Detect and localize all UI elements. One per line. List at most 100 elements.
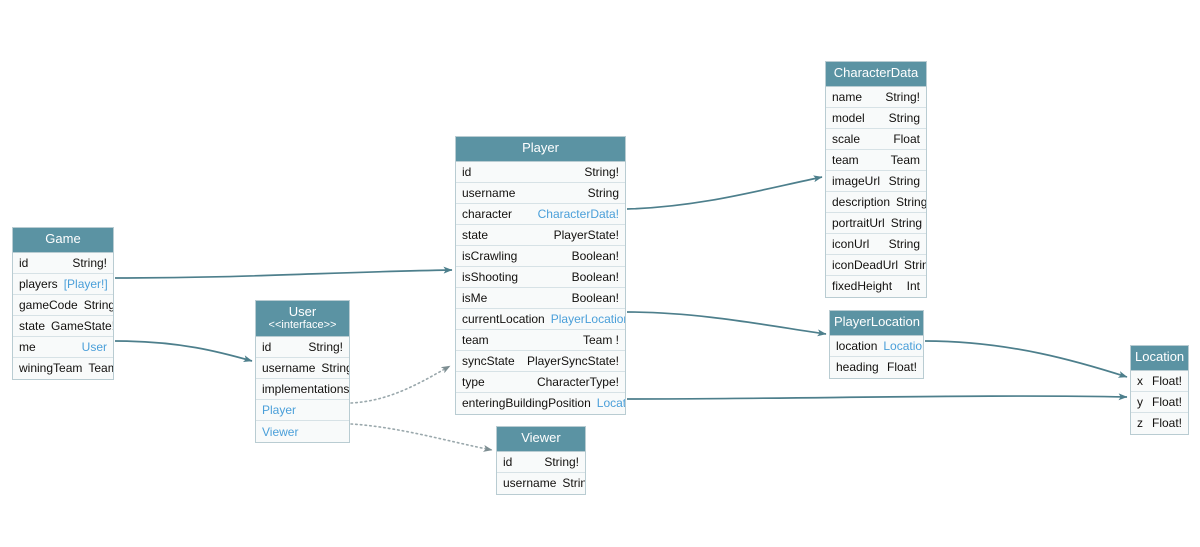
- field-type: String: [888, 173, 920, 188]
- field-row[interactable]: state PlayerState!: [456, 224, 625, 246]
- field-type: String: [904, 257, 926, 272]
- field-name: id: [19, 255, 29, 270]
- field-type: Boolean!: [571, 248, 619, 263]
- field-row[interactable]: id String!: [13, 252, 113, 274]
- entity-playerlocation[interactable]: PlayerLocationlocationLocation!headingFl…: [829, 310, 924, 379]
- entity-title-player: Player: [456, 137, 625, 162]
- field-type: PlayerState!: [553, 227, 619, 242]
- field-row[interactable]: heading Float!: [830, 356, 923, 378]
- entity-title-game: Game: [13, 228, 113, 253]
- field-row[interactable]: iconDeadUrl String: [826, 254, 926, 276]
- edge-user-implements-player: [350, 365, 451, 404]
- field-row[interactable]: Player: [256, 400, 349, 422]
- field-type: String: [888, 236, 920, 251]
- field-row[interactable]: gameCodeString!: [13, 294, 113, 316]
- field-row[interactable]: portraitUrl String: [826, 212, 926, 234]
- field-name: location: [836, 338, 878, 353]
- entity-title-user: User<<interface>>: [256, 301, 349, 338]
- field-row[interactable]: Viewer: [256, 421, 349, 443]
- field-name: portraitUrl: [832, 215, 885, 230]
- field-row[interactable]: currentLocationPlayerLocation!: [456, 308, 625, 330]
- field-name: isShooting: [462, 269, 519, 284]
- field-type: Int: [906, 279, 920, 294]
- field-row[interactable]: isShooting Boolean!: [456, 266, 625, 288]
- field-name: fixedHeight: [832, 279, 893, 294]
- field-row[interactable]: fixedHeight Int: [826, 275, 926, 297]
- field-name: isCrawling: [462, 248, 518, 263]
- field-name: iconUrl: [832, 236, 870, 251]
- entity-title-location: Location: [1131, 346, 1188, 371]
- entity-name: User: [288, 304, 317, 319]
- field-type: Boolean!: [571, 269, 619, 284]
- entity-name: Viewer: [521, 430, 561, 445]
- edge-player-currentlocation-to-playerlocation: [626, 311, 827, 337]
- field-name: heading: [836, 360, 879, 375]
- edge-player-character-to-characterdata: [626, 175, 823, 210]
- field-row[interactable]: isCrawling Boolean!: [456, 245, 625, 267]
- field-row[interactable]: x Float!: [1131, 370, 1188, 392]
- field-name: state: [19, 318, 46, 333]
- field-type: Float!: [1151, 373, 1182, 388]
- field-row[interactable]: enteringBuildingPositionLocation: [456, 392, 625, 414]
- field-type: Float!: [886, 360, 917, 375]
- field-type: Float!: [1151, 394, 1182, 409]
- field-type: CharacterData!: [537, 206, 619, 221]
- field-row[interactable]: iconUrl String: [826, 233, 926, 255]
- field-name: team: [462, 332, 489, 347]
- field-name: Player: [262, 403, 297, 418]
- field-type: String!: [72, 255, 107, 270]
- field-name: state: [462, 227, 489, 242]
- field-type: Float!: [1151, 416, 1182, 431]
- entity-user[interactable]: User<<interface>>idString!usernameString…: [255, 300, 350, 444]
- field-row[interactable]: implementations: [256, 379, 349, 401]
- field-name: character: [462, 206, 513, 221]
- field-name: scale: [832, 131, 861, 146]
- field-type: String: [890, 215, 923, 230]
- field-type: String!: [308, 340, 343, 355]
- field-type: String: [888, 110, 920, 125]
- field-row[interactable]: character CharacterData!: [456, 203, 625, 225]
- field-type: Team: [88, 361, 113, 376]
- field-name: model: [832, 110, 865, 125]
- field-type: String!: [83, 297, 113, 312]
- field-row[interactable]: location Location!: [830, 335, 923, 357]
- field-row[interactable]: players[Player!]: [13, 273, 113, 295]
- field-name: id: [462, 164, 472, 179]
- field-type: Boolean!: [571, 290, 619, 305]
- field-type: GameState!: [51, 318, 113, 333]
- field-type: PlayerSyncState!: [526, 353, 619, 368]
- field-type: CharacterType!: [536, 374, 619, 389]
- field-row[interactable]: model String: [826, 107, 926, 129]
- field-name: enteringBuildingPosition: [462, 396, 591, 411]
- field-type: String: [562, 476, 585, 491]
- field-name: iconDeadUrl: [832, 257, 899, 272]
- field-type: Location!: [883, 338, 923, 353]
- field-type: String: [896, 194, 926, 209]
- field-name: x: [1137, 373, 1143, 388]
- field-row[interactable]: state GameState!: [13, 315, 113, 337]
